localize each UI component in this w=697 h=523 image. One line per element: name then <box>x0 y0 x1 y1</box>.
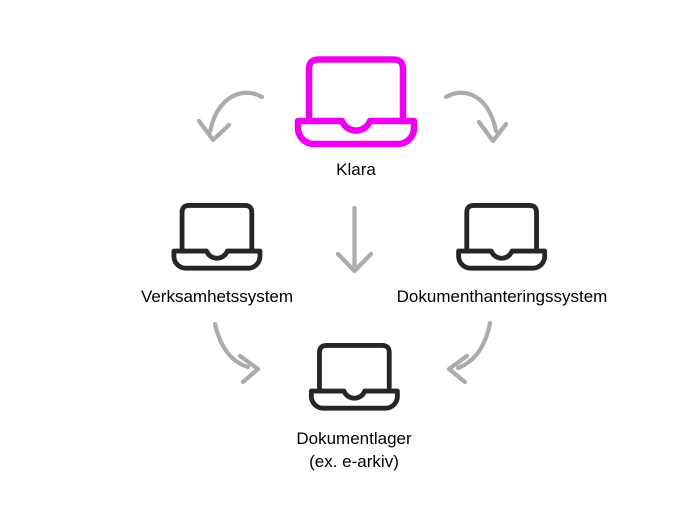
arrow-verksamhetssystem-to-dokumentlager <box>212 321 261 385</box>
arrow-dokumenthanteringssystem-to-dokumentlager <box>446 320 493 385</box>
node-label-line2: (ex. e-arkiv) <box>309 452 399 471</box>
laptop-icon <box>171 203 263 271</box>
node-label: Dokumentlager (ex. e-arkiv) <box>296 427 411 473</box>
node-label-line1: Dokumentlager <box>296 429 412 448</box>
node-dokumenthanteringssystem: Dokumenthanteringssystem <box>396 202 608 308</box>
laptop-icon <box>294 56 418 148</box>
node-label: Verksamhetssystem <box>140 287 294 306</box>
arrow-klara-to-dokumentlager <box>335 205 374 274</box>
node-label: Klara <box>336 160 376 179</box>
arrow-klara-to-dokumenthanteringssystem <box>443 90 509 144</box>
laptop-icon <box>308 343 400 411</box>
node-label: Dokumenthanteringssystem <box>396 287 608 306</box>
node-klara: Klara <box>294 55 418 181</box>
laptop-icon <box>456 203 548 271</box>
arrow-klara-to-verksamhetssystem <box>196 90 265 143</box>
node-verksamhetssystem: Verksamhetssystem <box>141 202 293 308</box>
node-dokumentlager: Dokumentlager (ex. e-arkiv) <box>296 342 412 473</box>
